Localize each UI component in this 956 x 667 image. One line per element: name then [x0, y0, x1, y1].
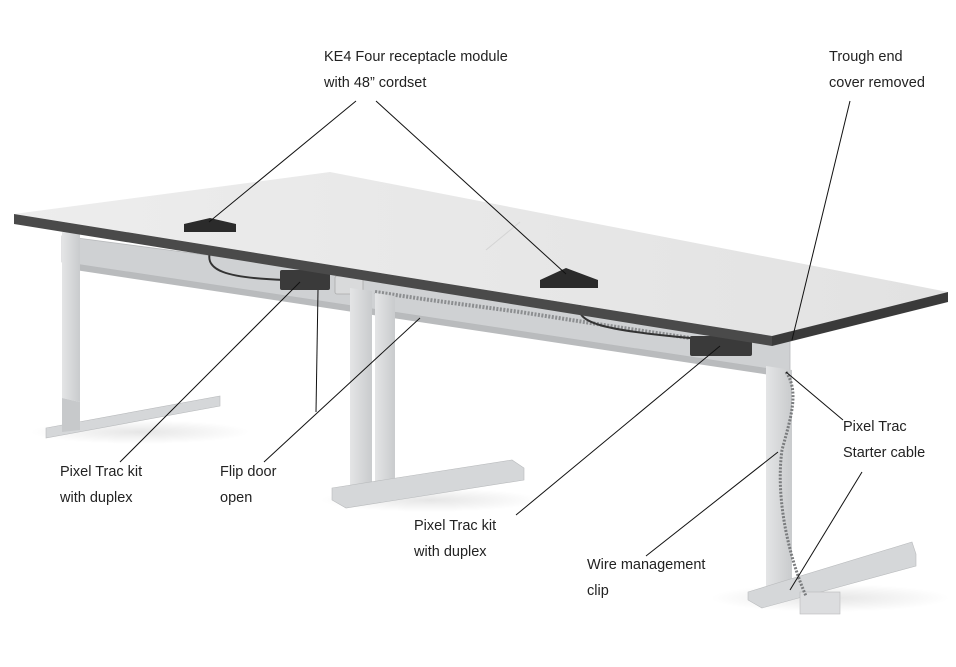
- leader-flip-door: [263, 317, 421, 463]
- left-leg-base: [62, 398, 80, 432]
- floor-box: [799, 591, 841, 615]
- trough-lip: [62, 262, 790, 378]
- callout-trough-line-1: Trough end: [829, 49, 903, 65]
- module-cord-left: [208, 251, 286, 281]
- tabletop: [14, 172, 948, 336]
- leader-pixel-trac-left: [119, 281, 301, 463]
- callout-pixel-trac-kit-left: Pixel Trac kit with duplex: [60, 459, 142, 511]
- callout-ke4-module: KE4 Four receptacle module with 48” cord…: [324, 44, 508, 96]
- leader-starter-cable-floor: [789, 471, 863, 591]
- callout-flip-line-1: Flip door: [220, 464, 277, 480]
- callout-trough-end-cover: Trough end cover removed: [829, 44, 925, 96]
- callout-starter-line-2: Starter cable: [843, 445, 926, 461]
- callout-clip-line-1: Wire management: [587, 557, 706, 573]
- callout-trough-line-2: cover removed: [829, 75, 925, 91]
- callout-kit-right-line-1: Pixel Trac kit: [414, 518, 497, 534]
- callout-ke4-line-2: with 48” cordset: [324, 75, 427, 91]
- callout-kit-right-line-2: with duplex: [414, 544, 487, 560]
- callout-pixel-trac-kit-right: Pixel Trac kit with duplex: [414, 513, 496, 565]
- left-leg-foot: [45, 395, 221, 439]
- leader-lines: [119, 100, 863, 591]
- pixel-trac-kit-left-body: [280, 270, 330, 290]
- edge-band-side: [772, 292, 948, 346]
- callout-kit-left-line-2: with duplex: [60, 490, 133, 506]
- callout-wire-management-clip: Wire management clip: [587, 552, 705, 604]
- leader-trough-end: [791, 100, 851, 341]
- callout-ke4-line-1: KE4 Four receptacle module: [324, 49, 508, 65]
- callout-flip-door-open: Flip door open: [220, 459, 276, 511]
- right-leg-foot: [747, 541, 917, 609]
- leader-flip-door-upper: [315, 289, 319, 413]
- edge-band-front: [14, 214, 772, 346]
- middle-leg-post-a: [350, 288, 372, 492]
- callout-starter-line-1: Pixel Trac: [843, 419, 907, 435]
- callout-flip-line-2: open: [220, 490, 253, 506]
- leader-starter-cable: [785, 371, 844, 421]
- leader-ke4-right: [375, 100, 567, 275]
- callout-pixel-trac-starter-cable: Pixel Trac Starter cable: [843, 414, 925, 466]
- leader-ke4-left: [208, 100, 357, 223]
- middle-leg-post-b: [375, 293, 395, 500]
- middle-leg-foot: [331, 459, 525, 509]
- left-leg-post: [62, 232, 80, 402]
- callout-kit-left-line-1: Pixel Trac kit: [60, 464, 143, 480]
- ke4-module-right: [540, 268, 598, 288]
- callout-clip-line-2: clip: [587, 583, 609, 599]
- leader-wire-clip: [645, 451, 779, 557]
- starter-cable: [778, 371, 808, 597]
- ke4-module-left: [184, 218, 236, 232]
- pixel-trac-kit-right-body: [690, 336, 752, 356]
- leader-pixel-trac-right: [515, 345, 721, 516]
